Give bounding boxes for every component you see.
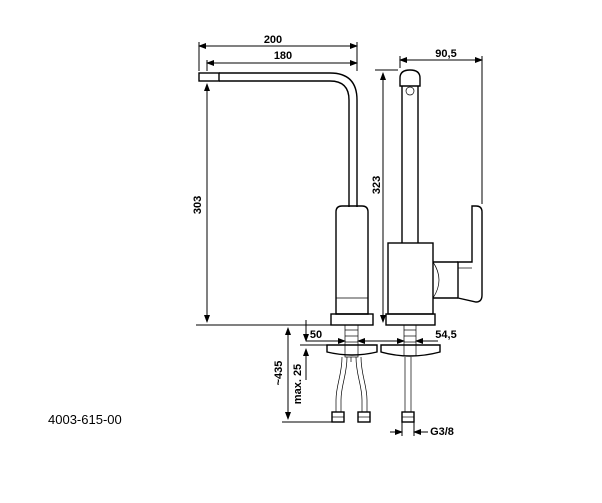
dim-435: ~435 [273,361,285,386]
side-hose [404,357,412,412]
lever-handle [457,205,483,303]
dim-180: 180 [274,50,292,62]
side-base [385,313,436,326]
spout-outlet [198,72,220,82]
hose-right [355,356,368,412]
spout-arm [219,72,358,207]
dim-g3-8: G3/8 [430,426,454,438]
spout-arm-inner [219,80,350,207]
product-code: 4003-615-00 [48,412,122,427]
dim-323: 323 [371,176,383,194]
lever-connector [433,261,458,299]
faucet-body [335,205,369,315]
front-view [198,72,378,423]
dim-200: 200 [264,34,282,46]
spout-cap [399,69,421,87]
base [330,313,374,326]
side-body [387,242,434,315]
dim-303: 303 [192,196,204,214]
side-view [380,69,483,423]
dim-90-5: 90,5 [435,48,456,60]
aerator [405,86,415,96]
dim-max-25: max. 25 [292,364,304,404]
dim-50: 50 [310,329,322,341]
hose-left [335,356,348,412]
side-mount-plate [380,344,441,357]
dim-54-5: 54,5 [435,329,456,341]
mount-plate [326,344,378,356]
